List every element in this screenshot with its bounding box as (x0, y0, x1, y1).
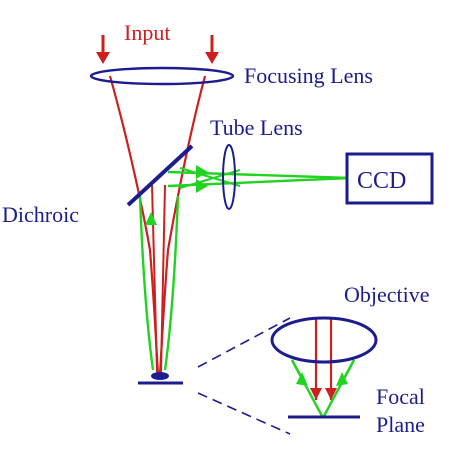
emission-beam-left (138, 195, 155, 371)
label-objective: Objective (344, 282, 430, 307)
zoom-guide-upper (197, 317, 291, 368)
label-tube-lens: Tube Lens (210, 115, 303, 140)
emission-beam-to-ccd-lower (167, 176, 351, 188)
tube-lens (222, 144, 236, 210)
emission-beam-cross-2 (179, 169, 241, 189)
label-input: Input (124, 20, 170, 45)
inset-red-arrow-right (325, 388, 337, 400)
zoom-guide-lower (197, 392, 291, 435)
inset-green-arrow-right (336, 372, 348, 386)
emission-arrow-upper (196, 165, 208, 179)
input-arrow-left-head (96, 52, 110, 64)
label-plane: Plane (376, 412, 425, 437)
inset-objective-lens (270, 316, 378, 364)
emission-beam-right (163, 195, 180, 371)
input-arrow-right-head (205, 52, 219, 64)
emission-arrow-rise (145, 212, 157, 225)
inset-green-arrow-left (296, 372, 308, 386)
label-focusing-lens: Focusing Lens (244, 63, 373, 88)
emission-beam-cross-1 (179, 167, 241, 187)
dichroic-mirror (126, 144, 194, 207)
input-beam-inner-right (160, 184, 166, 373)
label-ccd: CCD (357, 168, 406, 194)
ccd-box (345, 152, 434, 205)
label-focal: Focal (376, 384, 425, 409)
input-beam-right (158, 75, 207, 375)
inset-red-arrow-left (310, 388, 322, 400)
focusing-lens (89, 66, 235, 86)
emission-arrow-lower (196, 179, 208, 193)
label-dichroic: Dichroic (2, 202, 79, 227)
specimen-spot (151, 372, 169, 380)
